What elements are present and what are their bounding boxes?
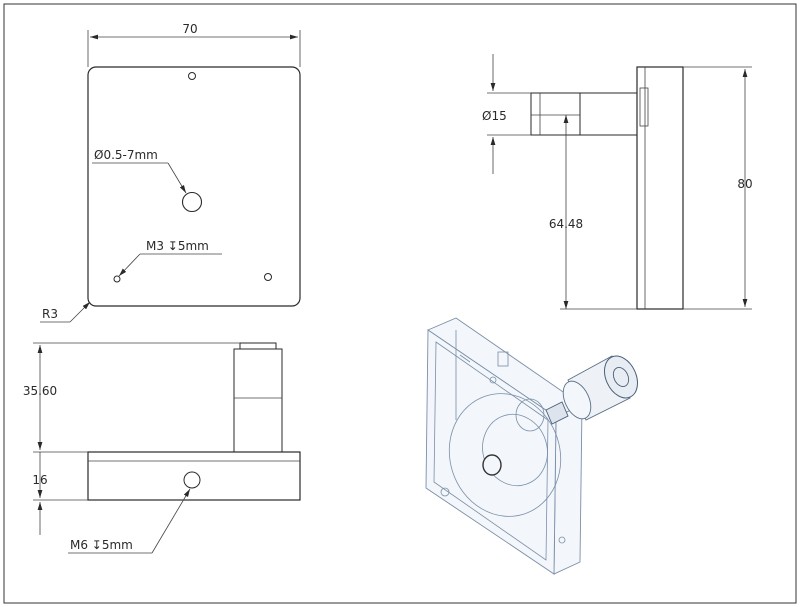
dim-80-label: 80 <box>737 177 752 191</box>
shaft-dia-label: Ø15 <box>482 109 507 123</box>
iso-front-face <box>425 329 557 575</box>
front-motor-cap <box>239 342 277 350</box>
side-bearing-notch <box>639 87 649 127</box>
small-hole-top <box>188 72 196 80</box>
front-motor <box>233 348 283 453</box>
hole-dia-label: Ø0.5-7mm <box>94 148 158 162</box>
leader-r3 <box>69 301 91 323</box>
iso-detail-line-1 <box>459 354 471 363</box>
center-hole <box>181 191 203 213</box>
plate-outline <box>87 66 301 307</box>
iso-motor-flange <box>562 380 592 420</box>
top-view: 70 Ø0.5-7mm M3 ↧5mm R3 <box>40 22 301 323</box>
iso-coupler <box>545 401 569 425</box>
iso-large-gear <box>448 393 562 517</box>
motor-shaft <box>530 92 581 136</box>
iso-side-face <box>553 404 583 575</box>
r3-label: R3 <box>42 307 58 321</box>
iso-hole-b <box>489 376 497 384</box>
iso-motor-end <box>604 355 638 399</box>
m6-hole <box>183 471 201 489</box>
front-base <box>87 451 301 501</box>
iso-small-gear <box>515 398 545 432</box>
motor-body <box>579 92 638 136</box>
leader-m3 <box>118 253 141 277</box>
iso-hole-a <box>440 487 450 497</box>
leader-hole-dia <box>167 162 187 194</box>
dim-3560-label: 35.60 <box>23 384 57 398</box>
dim-70-label: 70 <box>182 22 197 36</box>
dim-6448-label: 64.48 <box>549 217 583 231</box>
front-view: 35.60 16 M6 ↧5mm <box>23 342 301 554</box>
leader-m6 <box>151 488 191 554</box>
side-view: Ø15 64.48 80 <box>482 54 753 310</box>
dim-16-label: 16 <box>32 473 47 487</box>
m3-hole <box>113 275 121 283</box>
side-plate <box>636 66 684 310</box>
sheet-border <box>3 3 797 604</box>
m3-callout-label: M3 ↧5mm <box>146 239 209 253</box>
isometric-view <box>425 317 638 575</box>
m6-callout-label: M6 ↧5mm <box>70 538 133 552</box>
iso-hole-c <box>558 536 566 544</box>
iso-motor-end-ring <box>612 367 630 387</box>
iso-center-hole <box>482 454 502 476</box>
small-hole-bottom-right <box>264 273 272 281</box>
iso-bracket <box>497 351 509 367</box>
